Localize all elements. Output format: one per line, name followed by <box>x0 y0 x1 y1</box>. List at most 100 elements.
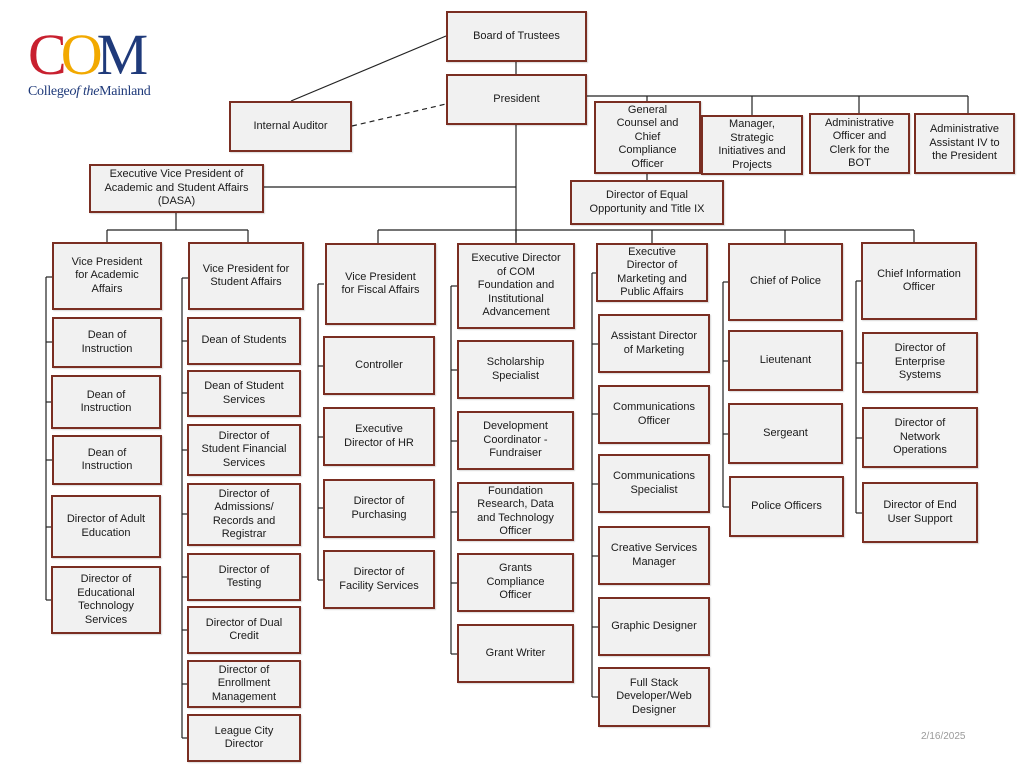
org-box-auditor[interactable]: Internal Auditor <box>229 101 352 152</box>
label-line: Director of <box>353 566 405 578</box>
org-box-grant-writer[interactable]: Grant Writer <box>457 624 574 683</box>
label-line: Vice President <box>345 270 416 283</box>
label-line: Communications <box>613 470 695 482</box>
org-box-sergeant[interactable]: Sergeant <box>728 403 843 464</box>
president-auditor-dotted-line <box>351 103 447 127</box>
label-line: Police Officers <box>751 499 822 512</box>
org-box-police-chief[interactable]: Chief of Police <box>728 243 843 321</box>
label-line: Officer <box>637 414 671 427</box>
label-line: Compliance <box>618 144 677 157</box>
org-box-label: Grant Writer <box>486 647 546 661</box>
label-line: Records and <box>212 514 276 527</box>
label-line: Executive Vice President of <box>109 168 244 181</box>
label-line: Manager, <box>729 118 775 130</box>
label-line: Registrar <box>221 528 267 540</box>
org-box-label: Police Officers <box>751 500 822 514</box>
org-box-board[interactable]: Board of Trustees <box>446 11 587 62</box>
org-box-graphic[interactable]: Graphic Designer <box>598 597 710 656</box>
label-line: Internal Auditor <box>253 119 328 132</box>
org-box-president[interactable]: President <box>446 74 587 125</box>
label-line: Grants <box>498 562 532 575</box>
label-line: of COM <box>497 265 535 278</box>
org-box-controller[interactable]: Controller <box>323 336 435 395</box>
label-line: Technology <box>78 600 134 612</box>
label-line: Public Affairs <box>620 286 684 298</box>
org-box-dean-students[interactable]: Dean of Students <box>187 317 301 365</box>
label-line: Chief Information <box>877 267 961 280</box>
org-box-police-off[interactable]: Police Officers <box>729 476 844 537</box>
label-line: Dean of Students <box>201 334 287 347</box>
label-line: Affairs <box>91 282 123 295</box>
label-line: of Marketing <box>623 343 685 356</box>
board-auditor-line <box>290 35 447 102</box>
label-line: Credit <box>229 630 259 642</box>
label-line: BOT <box>848 157 871 169</box>
org-box-lieutenant[interactable]: Lieutenant <box>728 330 843 391</box>
label-line: Fundraiser <box>489 447 542 460</box>
label-line: Director of <box>353 495 405 507</box>
label-line: Operations <box>893 444 947 457</box>
label-line: Controller <box>355 358 403 371</box>
label-line: Initiatives and <box>718 145 786 157</box>
label-line: Enterprise <box>894 355 946 368</box>
label-line: Student Affairs <box>210 276 282 288</box>
label-line: Services <box>222 456 266 469</box>
label-line: Officer <box>902 281 936 293</box>
label-line: for Fiscal Affairs <box>341 284 420 296</box>
label-line: Director of <box>894 342 946 355</box>
label-line: the President <box>932 150 997 163</box>
